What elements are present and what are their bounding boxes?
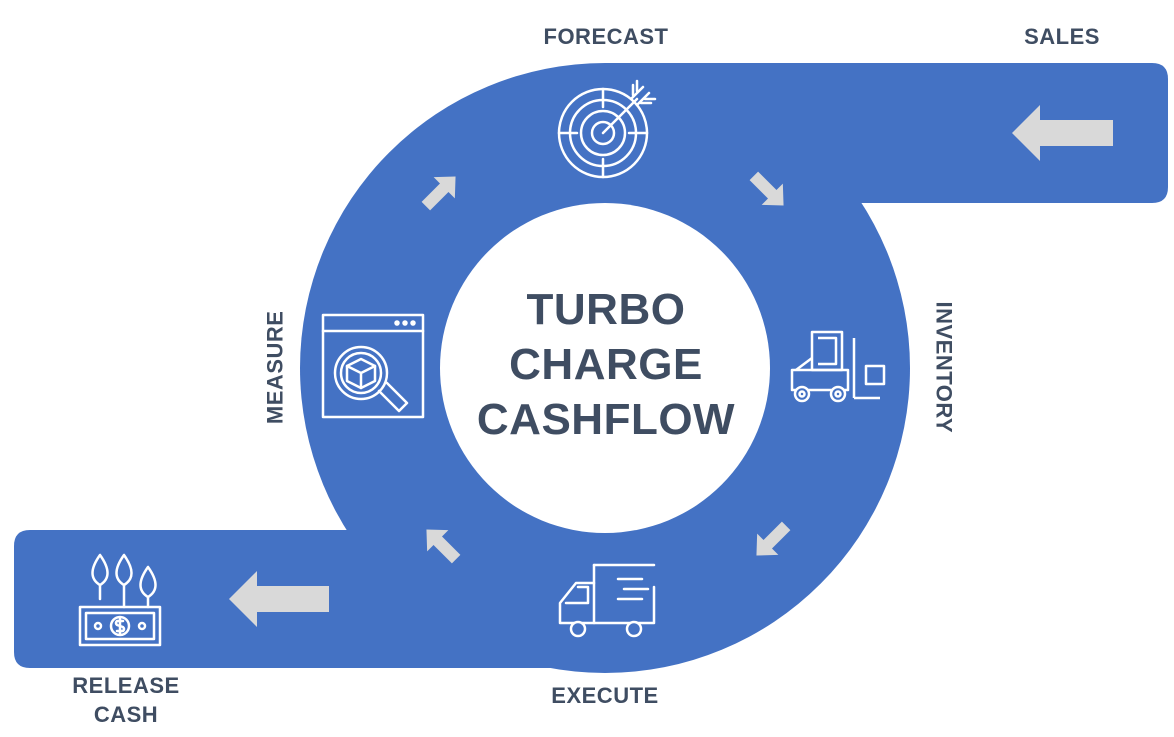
center-title-line-3: CASHFLOW	[476, 395, 736, 444]
center-title-line-2: CHARGE	[509, 340, 703, 389]
flow-arrow-up-left-icon	[426, 529, 461, 564]
center-title: TURBO CHARGE CASHFLOW	[456, 282, 756, 447]
label-inventory: INVENTORY	[931, 301, 957, 434]
center-hub	[440, 203, 770, 533]
money-plant-icon	[78, 553, 162, 647]
label-execute: EXECUTE	[551, 683, 659, 708]
flow-arrow-down-right-icon	[749, 171, 784, 206]
sales-left-arrow-icon	[1012, 105, 1113, 161]
center-title-line-1: TURBO	[526, 285, 686, 334]
label-forecast: FORECAST	[543, 24, 669, 49]
label-release-cash: RELEASE CASH	[56, 672, 196, 729]
target-arrow-icon	[557, 79, 657, 179]
delivery-truck-icon	[558, 563, 656, 638]
label-sales: SALES	[1024, 24, 1100, 49]
flow-arrow-up-right-icon	[421, 176, 456, 211]
label-release-cash-line-2: CASH	[93, 701, 159, 727]
sales-inlet-band	[605, 63, 1168, 203]
forklift-icon	[790, 330, 886, 403]
release-left-arrow-icon	[229, 571, 329, 627]
label-release-cash-line-1: RELEASE	[72, 673, 180, 698]
magnify-box-icon	[321, 313, 425, 419]
flow-arrow-down-left-icon	[756, 521, 791, 556]
label-measure: MEASURE	[262, 310, 288, 425]
